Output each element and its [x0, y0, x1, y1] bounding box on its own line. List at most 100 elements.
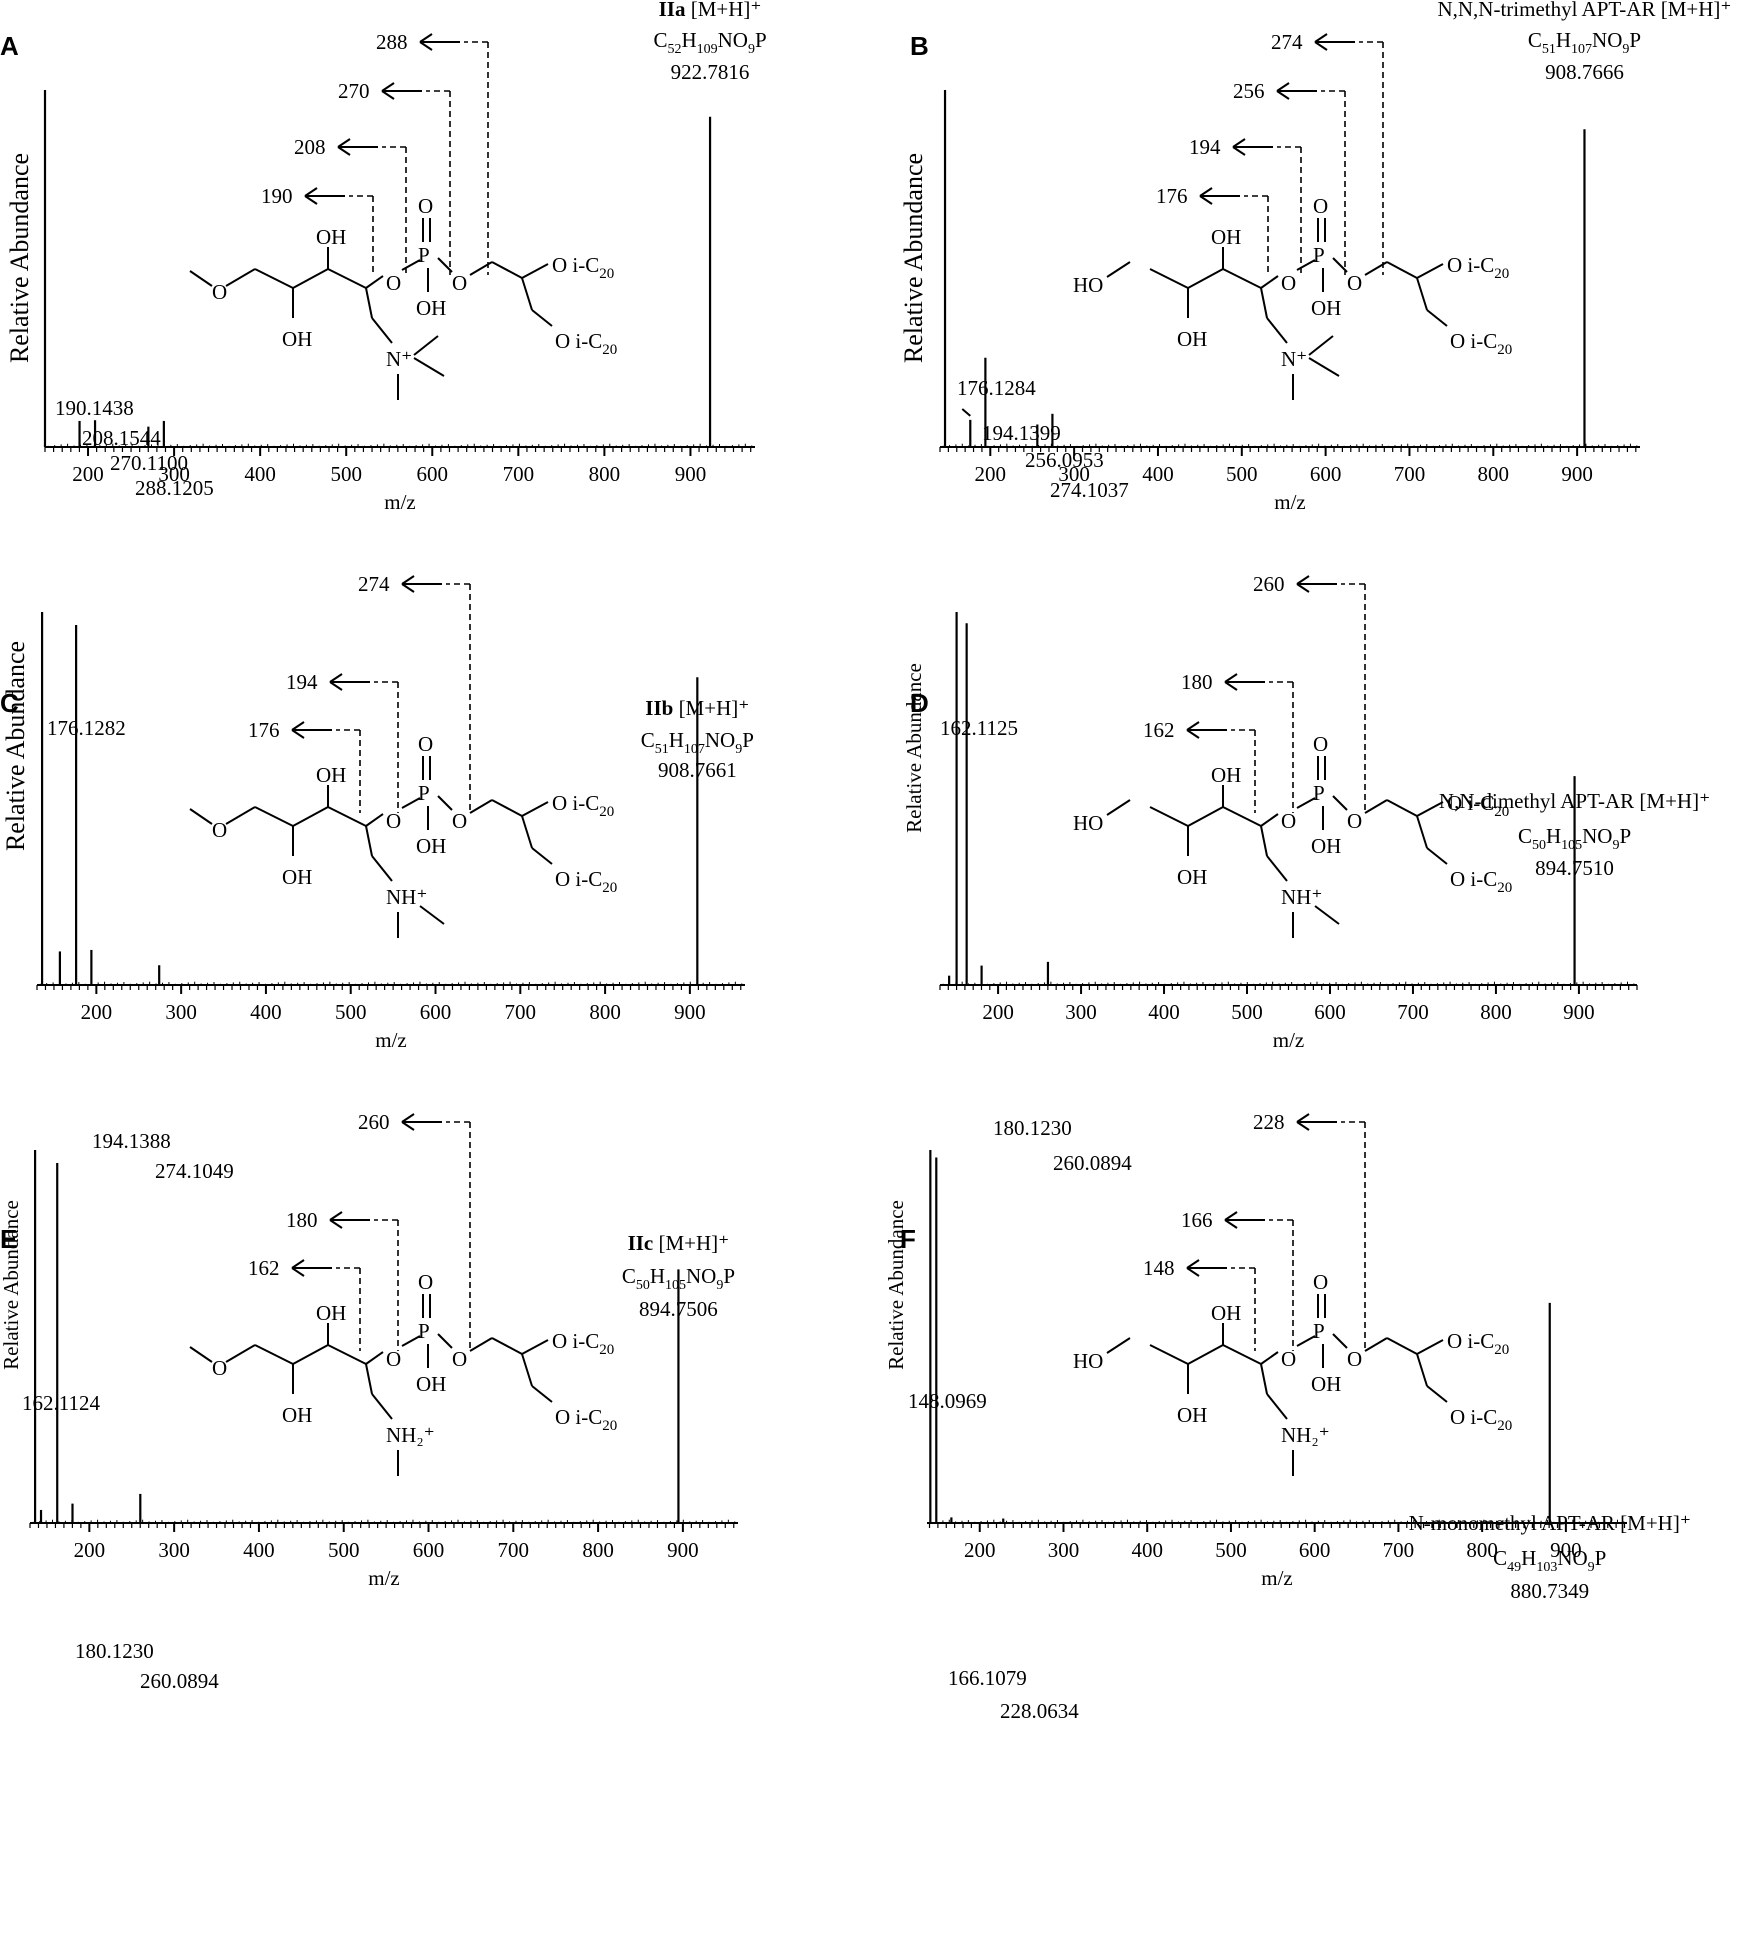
x-tick-label: 700 — [1383, 1538, 1415, 1562]
compound-name: N,N,N-trimethyl APT-AR [M+H]⁺ — [1437, 0, 1731, 21]
alkyl-chain-2-subscript: 20 — [1497, 342, 1512, 358]
x-tick-label: 300 — [165, 1000, 197, 1024]
formula-element: H — [1546, 824, 1561, 848]
alkyl-chain-2-text: O i-C — [1450, 1405, 1497, 1429]
peak-label: 194.1388 — [92, 1129, 171, 1153]
fragment-arrowhead — [1199, 187, 1213, 197]
phosphoryl-oxygen: O — [1313, 1270, 1328, 1294]
x-tick-label: 900 — [674, 1000, 706, 1024]
compound-ion: N,N,N-trimethyl APT-AR [M+H]⁺ — [1437, 0, 1731, 21]
fragment-arrowhead — [381, 90, 395, 100]
alkyl-chain-2: O i-C20 — [1450, 867, 1512, 896]
formula-subscript: 9 — [735, 742, 742, 757]
amine-group: NH⁺ — [386, 885, 427, 909]
bond — [1266, 317, 1288, 344]
peak-label: 228.0634 — [1000, 1699, 1079, 1723]
bond — [437, 257, 453, 273]
bond — [254, 1344, 294, 1365]
x-tick-label: 200 — [74, 1538, 106, 1562]
hydroxyl-bottom: OH — [282, 327, 312, 351]
alkyl-chain-2-subscript: 20 — [602, 1418, 617, 1434]
bond — [1266, 1393, 1288, 1420]
fragment-arrowhead — [291, 721, 305, 731]
x-tick-label: 300 — [1065, 1000, 1097, 1024]
fragment-mz: 274 — [358, 572, 390, 596]
bond — [225, 806, 256, 825]
bond — [189, 808, 213, 825]
amine-group: NH₂⁺ — [1281, 1423, 1330, 1447]
alkyl-chain-2-subscript: 20 — [1497, 880, 1512, 896]
bond — [401, 259, 421, 271]
x-tick-label: 700 — [1394, 462, 1426, 486]
fragment-arrowhead — [1296, 583, 1310, 593]
alkyl-chain-1: O i-C20 — [1447, 791, 1509, 820]
x-axis-label: m/z — [1273, 1028, 1305, 1052]
panel-letter: E — [0, 1224, 17, 1254]
phosphate-hydroxyl: OH — [416, 1372, 446, 1396]
glycerol-oxygen: O — [452, 809, 467, 833]
fragment-arrowhead — [1276, 82, 1290, 92]
x-tick-label: 900 — [1550, 1538, 1582, 1562]
y-axis-label: Relative Abundance — [0, 1200, 23, 1370]
bond — [1364, 799, 1388, 814]
bond — [1222, 1344, 1262, 1365]
bond — [371, 1393, 393, 1420]
hydroxyl-head: HO — [1073, 811, 1103, 835]
bond — [1266, 855, 1288, 882]
bond — [1296, 1335, 1316, 1347]
compound-id: IIc — [628, 1231, 654, 1255]
bond — [1386, 261, 1418, 279]
ester-oxygen: O — [1281, 1347, 1296, 1371]
x-tick-label: 500 — [330, 462, 362, 486]
alkyl-chain-2: O i-C20 — [555, 329, 617, 358]
x-tick-label: 600 — [1299, 1538, 1331, 1562]
bond — [1386, 1337, 1418, 1355]
bond — [1187, 806, 1224, 827]
bond — [1426, 309, 1448, 327]
compound-ion: [M+H]⁺ — [653, 1231, 729, 1255]
amine-group: N⁺ — [1281, 347, 1307, 371]
fragment-mz: 176 — [248, 718, 280, 742]
x-tick-label: 400 — [1131, 1538, 1163, 1562]
fragment-mz: 176 — [1156, 184, 1188, 208]
fragment-mz: 148 — [1143, 1256, 1175, 1280]
peak-label: 180.1230 — [993, 1116, 1072, 1140]
x-tick-label: 500 — [328, 1538, 360, 1562]
bond — [521, 815, 533, 849]
x-tick-label: 200 — [72, 462, 104, 486]
x-tick-label: 400 — [243, 1538, 275, 1562]
phosphate-hydroxyl: OH — [1311, 296, 1341, 320]
phosphoryl-oxygen: O — [1313, 194, 1328, 218]
bond — [521, 263, 549, 279]
formula-element: P — [755, 28, 767, 52]
formula-subscript: 51 — [1542, 42, 1556, 57]
peak-label: 166.1079 — [948, 1666, 1027, 1690]
alkyl-chain-1-text: O i-C — [552, 253, 599, 277]
formula-subscript: 105 — [665, 1278, 686, 1293]
fragment-arrowhead — [381, 82, 395, 92]
compound-ion: [M+H]⁺ — [673, 696, 749, 720]
bond — [1106, 799, 1131, 816]
molecular-formula: C51H107NO9P — [641, 728, 754, 757]
alkyl-chain-2-text: O i-C — [555, 867, 602, 891]
formula-subscript: 50 — [636, 1278, 650, 1293]
fragment-mz: 274 — [1271, 30, 1303, 54]
compound-id: IIa — [659, 0, 686, 21]
alkyl-chain-1-text: O i-C — [1447, 253, 1494, 277]
fragment-arrowhead — [291, 1267, 305, 1277]
glycerol-oxygen: O — [452, 1347, 467, 1371]
bond — [225, 268, 256, 287]
peak-label: 162.1125 — [940, 716, 1018, 740]
alkyl-chain-1-text: O i-C — [552, 791, 599, 815]
alkyl-chain-1-subscript: 20 — [599, 1342, 614, 1358]
fragment-mz: 260 — [1253, 572, 1285, 596]
bond — [327, 1344, 367, 1365]
peak-label: 148.0969 — [908, 1389, 987, 1413]
y-axis-label: Relative Abundance — [899, 153, 928, 363]
formula-element: C — [1518, 824, 1532, 848]
alkyl-chain-1-text: O i-C — [1447, 791, 1494, 815]
